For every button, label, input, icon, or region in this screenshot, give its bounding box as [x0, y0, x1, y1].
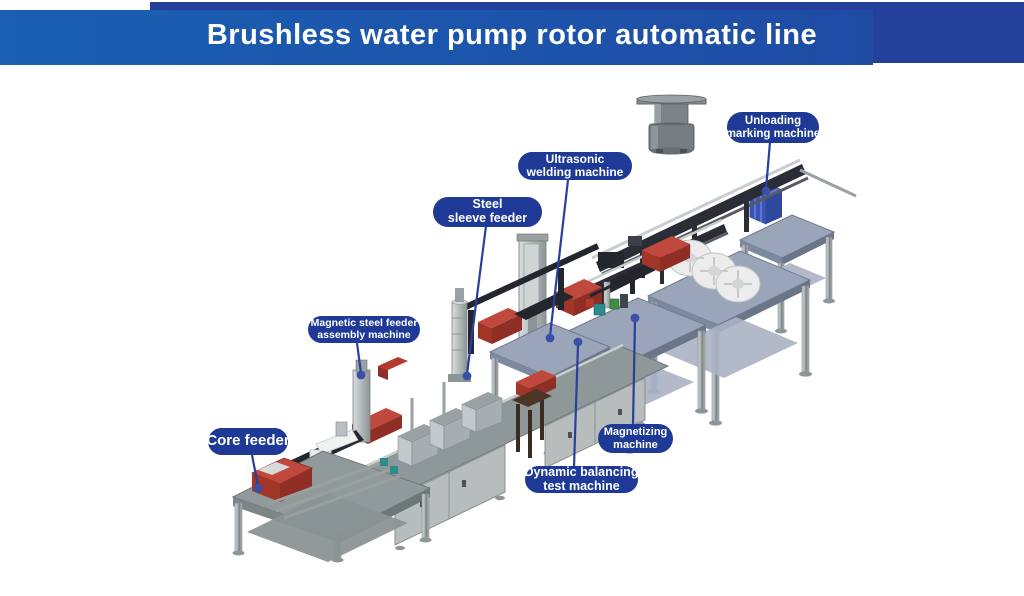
- callout-label: machine: [613, 438, 658, 451]
- callout-label: test machine: [543, 478, 620, 493]
- callout-dynamic-balancing-test: Dynamic balancing test machine: [524, 464, 639, 493]
- callout-steel-sleeve-feeder: Steel sleeve feeder: [433, 197, 542, 227]
- callout-label: Unloading: [744, 114, 802, 127]
- callout-label: Core feeder: [206, 432, 290, 450]
- steel-sleeve-feeder-machine: [448, 288, 471, 382]
- callout-label: sleeve feeder: [447, 211, 528, 225]
- callout-label: Magnetic steel feeder: [310, 316, 418, 329]
- callout-magnetizing: Magnetizing machine: [598, 424, 673, 453]
- callout-magnetic-steel-feeder-assembly: Magnetic steel feeder assembly machine: [308, 316, 420, 343]
- callout-unloading-marking: Unloading marking machine: [725, 112, 821, 143]
- callout-dots: [253, 186, 771, 493]
- callout-label: Steel: [472, 197, 503, 212]
- callout-label: Ultrasonic: [545, 151, 605, 166]
- callout-label: assembly machine: [317, 328, 411, 341]
- callout-label: marking machine: [725, 127, 821, 140]
- callout-ultrasonic-welding: Ultrasonic welding machine: [518, 152, 632, 180]
- page-title: Brushless water pump rotor automatic lin…: [206, 19, 818, 51]
- callout-leader-lines: [250, 141, 772, 487]
- callout-core-feeder: Core feeder: [206, 428, 290, 455]
- assembly-line-deck: [338, 243, 670, 551]
- callout-label: welding machine: [526, 165, 624, 179]
- callout-label: Magnetizing: [603, 426, 668, 439]
- callout-label: Dynamic balancing: [524, 464, 639, 479]
- rotor-part-render: [636, 94, 707, 155]
- header-main-bar: [0, 10, 873, 65]
- core-feeder-machine: [231, 450, 432, 563]
